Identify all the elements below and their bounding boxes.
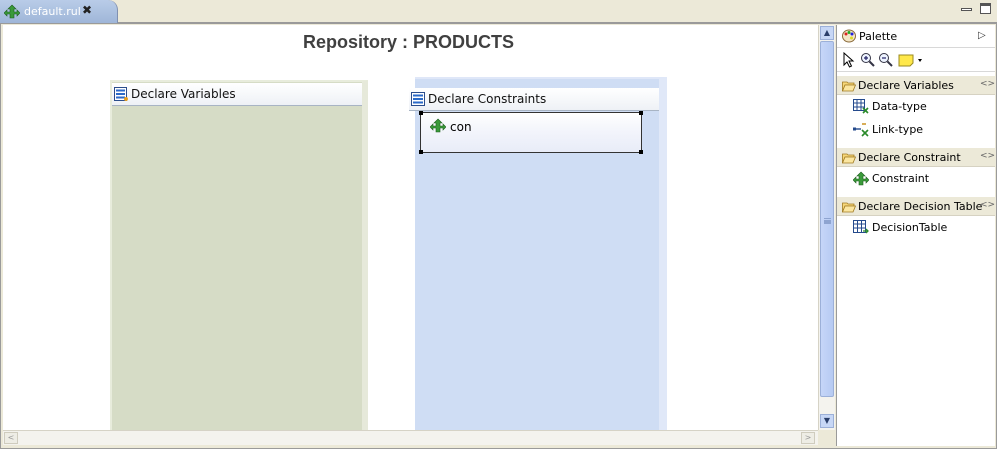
drawer-header[interactable]: Declare Variables <> xyxy=(837,75,995,95)
decision-table-icon xyxy=(853,220,869,238)
drawer-label: Declare Constraint xyxy=(858,151,961,164)
note-icon[interactable] xyxy=(898,52,926,68)
page-title: Repository : PRODUCTS xyxy=(303,32,515,52)
selection-handle[interactable] xyxy=(419,150,423,154)
selection-handle[interactable] xyxy=(419,111,423,115)
folder-open-icon xyxy=(841,152,857,167)
palette-icon xyxy=(842,29,856,46)
scroll-grip-icon xyxy=(824,218,831,220)
close-icon[interactable]: ✖ xyxy=(82,3,93,17)
scroll-up-button[interactable]: ▲ xyxy=(820,26,834,40)
entry-label: Link-type xyxy=(872,123,924,136)
editor-tab-default-rul[interactable]: default.rul ✖ xyxy=(0,0,118,23)
selection-handle[interactable] xyxy=(639,150,643,154)
selection-handle[interactable] xyxy=(639,111,643,115)
declare-constraints-panel[interactable]: Declare Constraints con xyxy=(409,77,667,430)
constraint-icon xyxy=(429,118,447,136)
palette-title: Palette xyxy=(859,30,898,43)
horizontal-scrollbar[interactable]: < > xyxy=(3,430,818,445)
variables-compartment-icon xyxy=(114,87,128,104)
pin-icon[interactable]: <> xyxy=(980,200,996,210)
drawer-declare-decision-table: Declare Decision Table <> DecisionTable xyxy=(837,196,995,239)
scroll-right-button[interactable]: > xyxy=(801,432,815,444)
panel-header: Declare Constraints xyxy=(409,88,659,111)
drawer-header[interactable]: Declare Decision Table <> xyxy=(837,196,995,216)
maximize-icon[interactable] xyxy=(980,3,991,14)
zoom-out-icon[interactable] xyxy=(878,52,894,68)
palette-entry-constraint[interactable]: Constraint xyxy=(837,167,995,190)
palette-header[interactable]: Palette ▷ xyxy=(837,25,995,47)
collapse-palette-icon[interactable]: ▷ xyxy=(978,30,986,41)
arrow-cursor-icon[interactable] xyxy=(842,51,858,68)
entry-label: DecisionTable xyxy=(872,221,948,234)
rule-file-icon xyxy=(3,4,21,22)
vertical-scroll-thumb[interactable] xyxy=(820,41,834,397)
diagram-canvas[interactable]: Repository : PRODUCTS Declare Variables … xyxy=(3,25,818,430)
editor-tab-bar: default.rul ✖ xyxy=(0,0,997,23)
folder-open-icon xyxy=(841,201,857,216)
entry-label: Data-type xyxy=(872,100,927,113)
declare-constraints-label: Declare Constraints xyxy=(428,92,547,106)
palette-entry-decision-table[interactable]: DecisionTable xyxy=(837,216,995,239)
folder-open-icon xyxy=(841,80,857,95)
palette-toolbar xyxy=(837,47,995,72)
constraint-label: con xyxy=(450,120,472,134)
constraint-node-con[interactable]: con xyxy=(419,111,643,154)
zoom-in-icon[interactable] xyxy=(860,52,876,68)
pin-icon[interactable]: <> xyxy=(980,151,996,161)
declare-variables-panel[interactable]: Declare Variables xyxy=(110,80,368,430)
drawer-label: Declare Decision Table xyxy=(858,200,983,213)
constraints-compartment-icon xyxy=(411,92,425,109)
drawer-label: Declare Variables xyxy=(858,79,954,92)
constraint-icon xyxy=(852,171,870,189)
editor-tab-label: default.rul xyxy=(24,5,81,18)
drawer-declare-constraint: Declare Constraint <> Constraint xyxy=(837,147,995,190)
panel-header: Declare Variables xyxy=(112,83,362,106)
scroll-down-button[interactable]: ▼ xyxy=(820,414,834,428)
drawer-declare-variables: Declare Variables <> Data-type Link-type xyxy=(837,75,995,141)
vertical-scrollbar[interactable]: ▲ ▼ xyxy=(818,25,835,430)
palette-entry-link-type[interactable]: Link-type xyxy=(837,118,995,141)
data-type-icon xyxy=(853,99,869,117)
scroll-left-button[interactable]: < xyxy=(4,432,18,444)
palette-entry-data-type[interactable]: Data-type xyxy=(837,95,995,118)
minimize-icon[interactable] xyxy=(961,8,972,11)
drawer-header[interactable]: Declare Constraint <> xyxy=(837,147,995,167)
entry-label: Constraint xyxy=(872,172,930,185)
declare-variables-label: Declare Variables xyxy=(131,87,236,101)
palette-panel: Palette ▷ Declare Variables <> Data xyxy=(836,25,995,446)
link-type-icon xyxy=(853,122,869,140)
pin-icon[interactable]: <> xyxy=(980,79,996,89)
